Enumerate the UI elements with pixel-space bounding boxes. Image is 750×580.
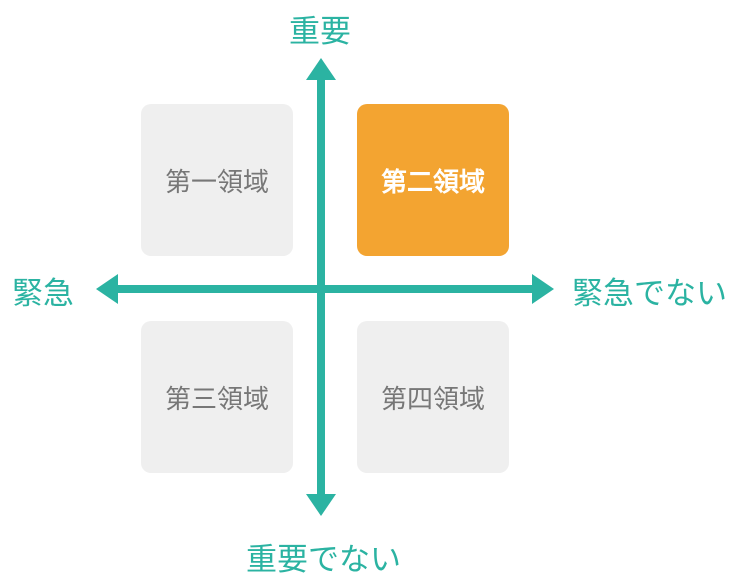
- arrow-down-icon: [306, 494, 336, 516]
- quadrant-first: 第一領域: [141, 104, 293, 256]
- quadrant-third: 第三領域: [141, 321, 293, 473]
- arrow-left-icon: [96, 274, 118, 304]
- arrow-up-icon: [306, 58, 336, 80]
- quadrant-second: 第二領域: [357, 104, 509, 256]
- arrow-right-icon: [532, 274, 554, 304]
- axis-label-important: 重要: [289, 14, 351, 50]
- quadrant-first-label: 第一領域: [164, 167, 269, 198]
- axis-label-not-urgent: 緊急でない: [572, 276, 727, 312]
- horizontal-axis: [96, 274, 554, 304]
- quadrant-second-label: 第二領域: [380, 167, 485, 198]
- quadrant-third-label: 第三領域: [164, 384, 269, 415]
- axis-label-not-important: 重要でない: [246, 542, 401, 578]
- quadrant-fourth: 第四領域: [357, 321, 509, 473]
- quadrant-fourth-label: 第四領域: [380, 384, 485, 415]
- axis-label-urgent: 緊急: [12, 276, 74, 312]
